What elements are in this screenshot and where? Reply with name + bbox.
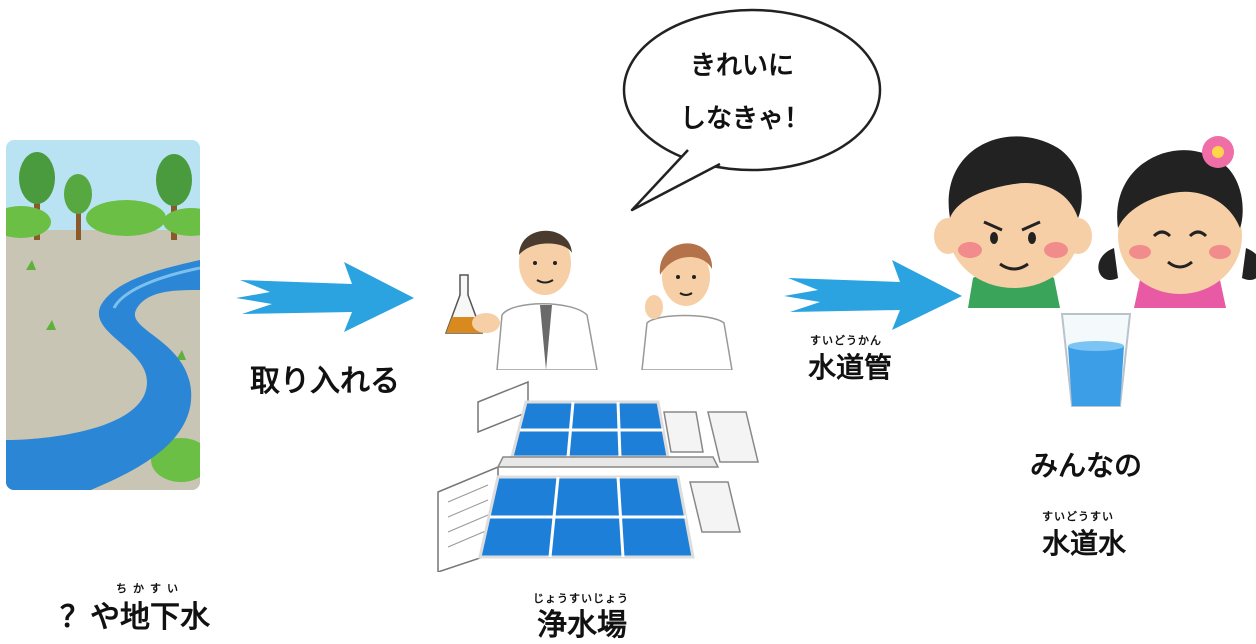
users-label: みんなの — [1030, 449, 1143, 482]
tap-water-label: 水道水 — [1042, 527, 1127, 560]
speech-line-2: しなきゃ！ — [680, 104, 811, 134]
water-glass-icon — [1060, 313, 1132, 407]
river-icon — [6, 260, 200, 490]
scientists-illustration — [444, 230, 733, 370]
plant-label: 浄水場 — [537, 608, 627, 643]
plant-ruby: じょうすいじょう — [533, 592, 629, 605]
boy-icon — [934, 136, 1092, 308]
tree-icon — [6, 152, 200, 240]
river-illustration — [6, 140, 200, 490]
intake-label: 取り入れる — [250, 364, 400, 399]
children-illustration — [934, 136, 1256, 308]
girl-icon — [1098, 136, 1256, 308]
speech-line-1: きれいに — [690, 51, 795, 81]
flow-arrow-icon — [784, 260, 962, 330]
source-ruby: ちかすい — [116, 582, 184, 595]
tap-water-ruby: すいどうすい — [1042, 510, 1114, 523]
pipe-ruby: すいどうかん — [810, 334, 882, 347]
pipe-label: 水道管 — [808, 351, 893, 384]
water-treatment-plant-illustration — [437, 380, 759, 572]
female-scientist-icon — [641, 243, 733, 370]
source-label: ？や地下水 — [60, 600, 210, 635]
male-scientist-icon — [444, 230, 598, 370]
flow-arrow-icon — [236, 262, 414, 332]
speech-bubble — [622, 8, 882, 212]
